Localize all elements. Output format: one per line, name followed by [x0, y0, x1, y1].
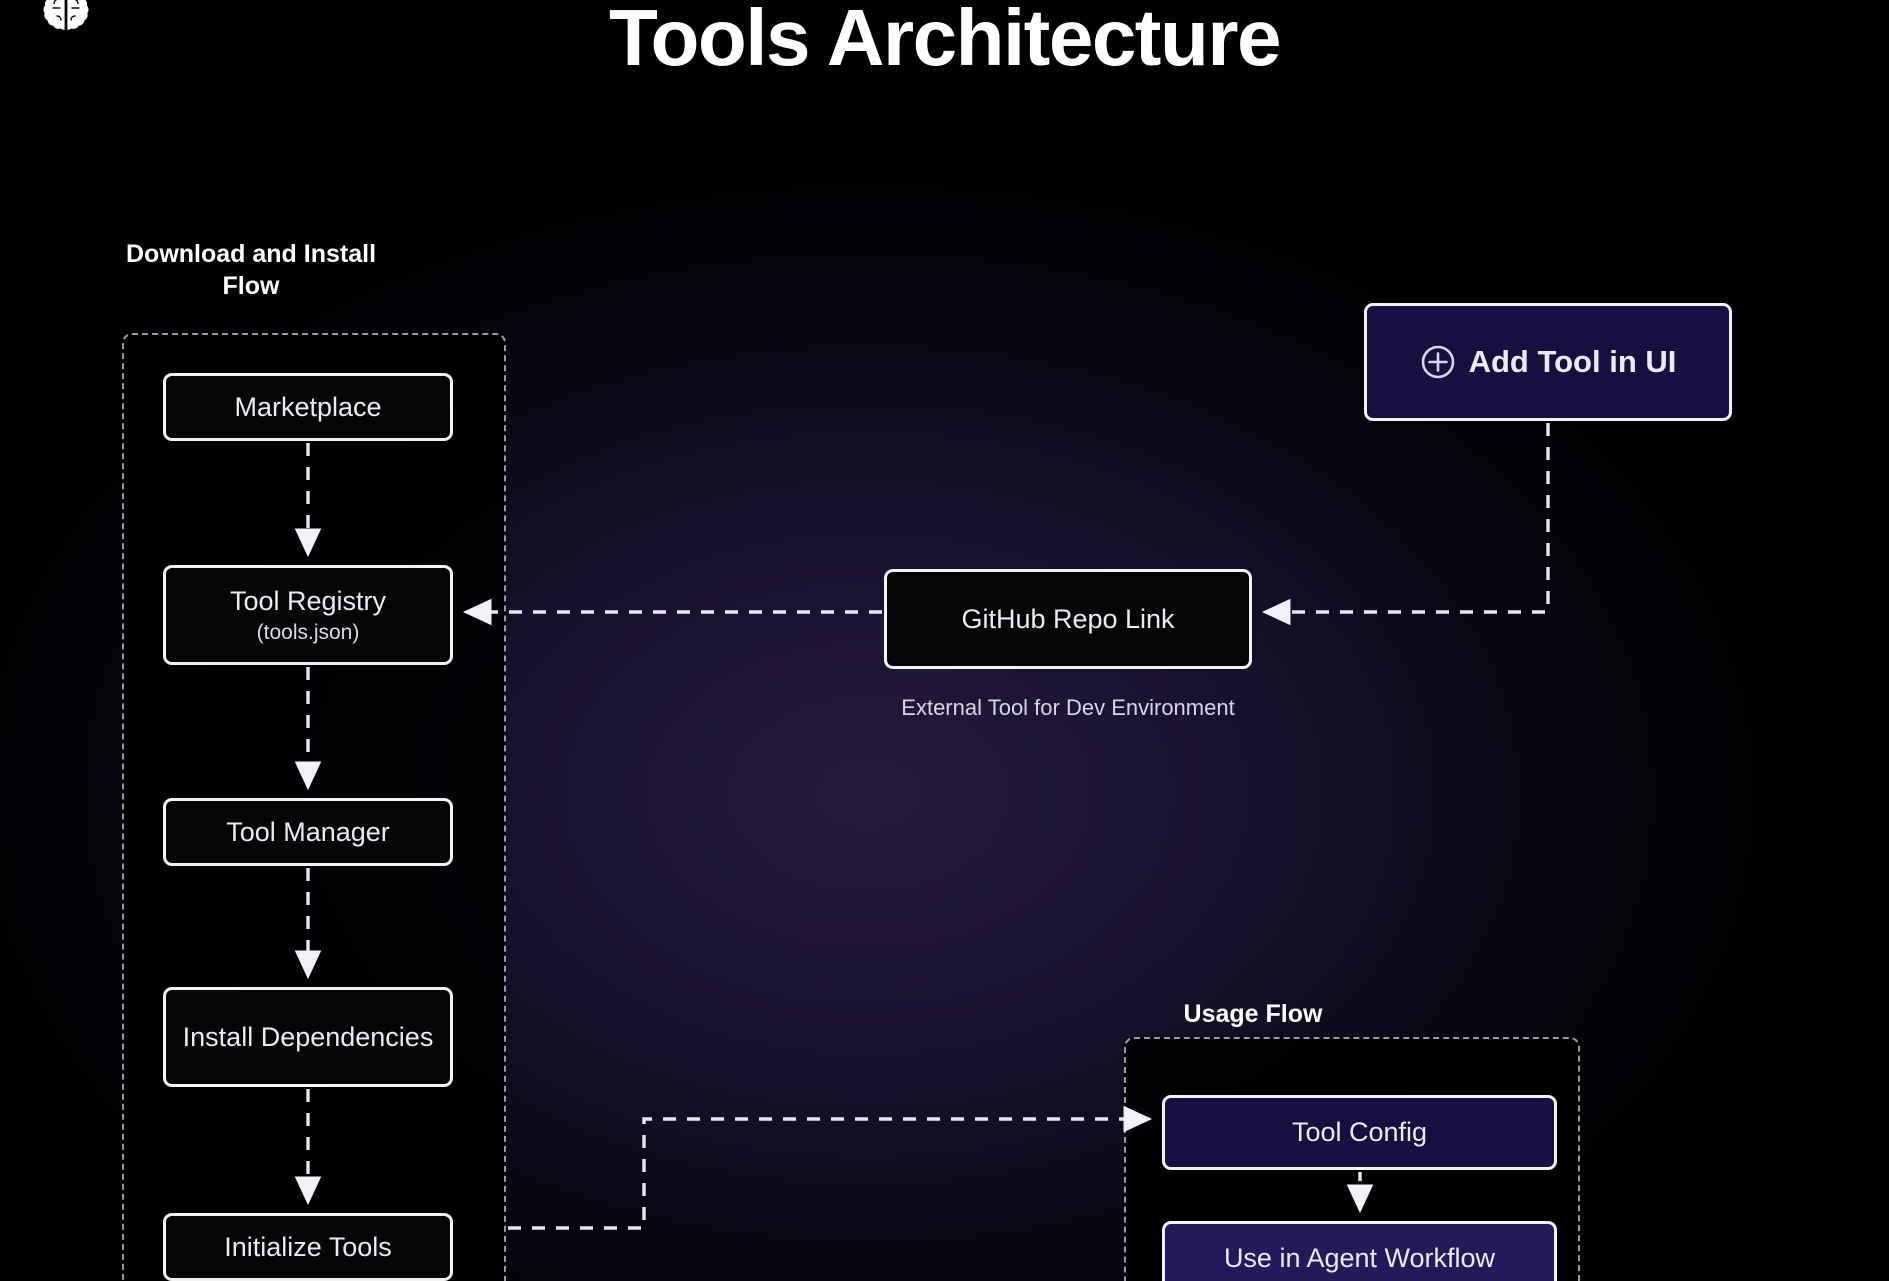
- connector-addtool-to-github: [1261, 423, 1550, 626]
- plus-circle-icon: [1420, 344, 1456, 380]
- node-tool-manager[interactable]: Tool Manager: [163, 798, 453, 866]
- node-tool-registry-label: Tool Registry: [229, 585, 387, 616]
- node-tool-manager-label: Tool Manager: [226, 816, 390, 847]
- node-tool-config-label: Tool Config: [1291, 1117, 1428, 1148]
- node-github-repo-link[interactable]: GitHub Repo Link: [884, 569, 1252, 669]
- node-marketplace[interactable]: Marketplace: [163, 373, 453, 441]
- node-initialize-tools[interactable]: Initialize Tools: [163, 1213, 453, 1281]
- node-tool-config[interactable]: Tool Config: [1162, 1095, 1557, 1170]
- node-add-tool-in-ui[interactable]: Add Tool in UI: [1364, 303, 1732, 421]
- connector-initialize-to-toolconfig: [508, 1105, 1153, 1230]
- node-add-tool-in-ui-label: Add Tool in UI: [1468, 344, 1677, 380]
- node-github-repo-link-label: GitHub Repo Link: [961, 603, 1175, 634]
- node-use-in-agent-workflow-label: Use in Agent Workflow: [1223, 1243, 1496, 1274]
- group-label-usage: Usage Flow: [1183, 1000, 1323, 1028]
- caption-github-repo-link: External Tool for Dev Environment: [901, 695, 1235, 720]
- node-install-dependencies-label: Install Dependencies: [182, 1021, 434, 1052]
- node-tool-registry[interactable]: Tool Registry (tools.json): [163, 565, 453, 665]
- group-label-download: Download and Install Flow: [126, 240, 377, 300]
- page-title: Tools Architecture: [609, 0, 1281, 82]
- node-install-dependencies[interactable]: Install Dependencies: [163, 987, 453, 1087]
- brain-icon: [40, 0, 92, 38]
- node-tool-registry-sublabel: (tools.json): [256, 620, 360, 644]
- node-initialize-tools-label: Initialize Tools: [224, 1231, 392, 1262]
- node-use-in-agent-workflow[interactable]: Use in Agent Workflow: [1162, 1221, 1557, 1281]
- node-marketplace-label: Marketplace: [234, 391, 382, 422]
